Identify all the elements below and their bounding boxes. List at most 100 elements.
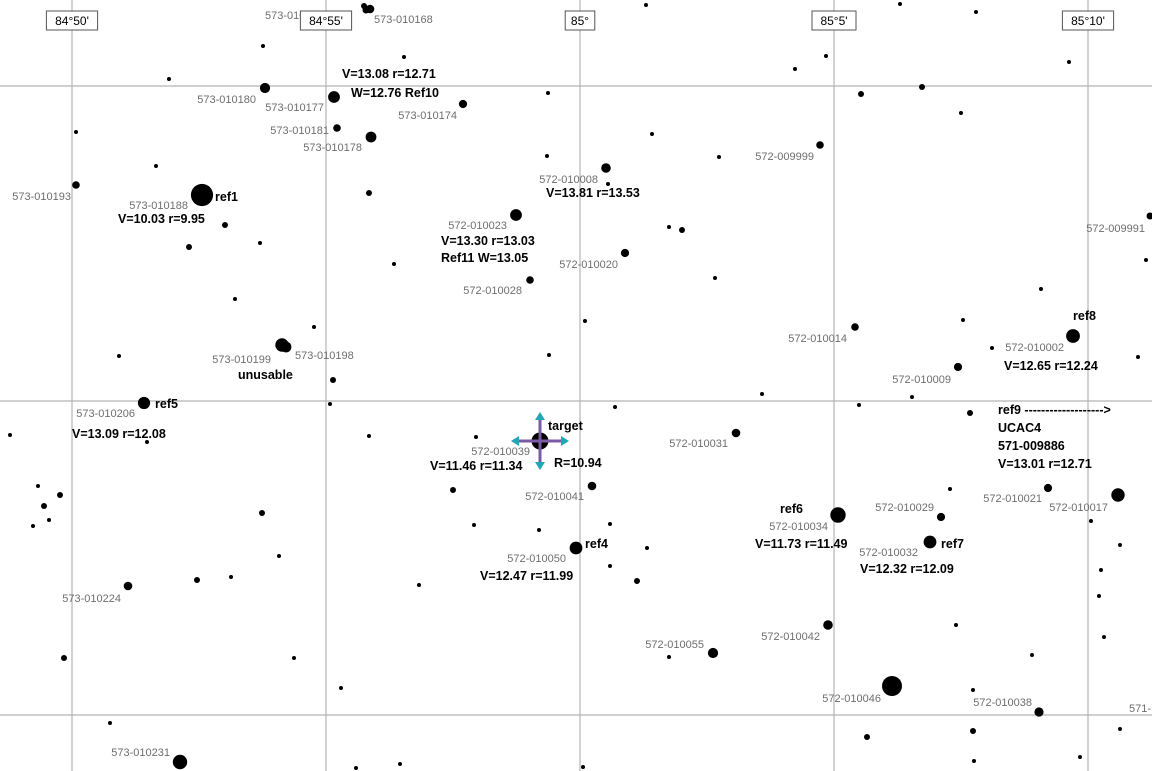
star-572-010031[interactable] xyxy=(731,428,741,438)
star-573-010198[interactable] xyxy=(280,341,292,353)
field-star xyxy=(546,91,550,95)
field-star xyxy=(472,523,476,527)
field-star xyxy=(392,262,396,266)
star-572-010050[interactable] xyxy=(569,541,583,555)
field-star xyxy=(824,54,828,58)
field-star xyxy=(713,276,717,280)
star-573-010180[interactable] xyxy=(259,82,271,94)
star-label: 572-010042 xyxy=(761,631,820,643)
field-star xyxy=(222,222,228,228)
note-ref4: ref4 xyxy=(585,537,608,551)
star-573-010178[interactable] xyxy=(365,131,377,143)
field-star xyxy=(1102,635,1106,639)
star-label: 573-010224 xyxy=(62,593,121,605)
field-star xyxy=(650,132,654,136)
star-label: 572-010038 xyxy=(973,697,1032,709)
note-ref9-b: UCAC4 xyxy=(998,421,1041,435)
star-572-010009[interactable] xyxy=(953,362,963,372)
star-572-010014[interactable] xyxy=(851,323,859,331)
star-label: 572-010034 xyxy=(769,521,828,533)
field-star xyxy=(793,67,797,71)
note-ref8-mag: V=12.65 r=12.24 xyxy=(1004,359,1098,373)
star-label: 572-010009 xyxy=(892,374,951,386)
field-star xyxy=(919,84,925,90)
star-573-010231[interactable] xyxy=(172,754,188,770)
field-star xyxy=(990,346,994,350)
star-572-010042[interactable] xyxy=(823,620,833,630)
photometry-annotations: V=13.08 r=12.71W=12.76 Ref10ref1V=10.03 … xyxy=(72,67,1111,583)
note-ref7-mag: V=12.32 r=12.09 xyxy=(860,562,954,576)
field-star xyxy=(194,577,200,583)
star-label: 573-010199 xyxy=(212,354,271,366)
ra-tick-label: 84°50' xyxy=(55,14,89,28)
star-572-010028[interactable] xyxy=(526,276,534,284)
star-572-010002[interactable] xyxy=(1066,329,1080,343)
star-573-010193[interactable] xyxy=(72,181,80,189)
star-573-010168[interactable] xyxy=(365,4,375,14)
star-label: 572-010029 xyxy=(875,502,934,514)
star-label: 572-010031 xyxy=(669,438,728,450)
star-572-010021[interactable] xyxy=(1043,483,1053,493)
field-star xyxy=(608,522,612,526)
star-572-010055[interactable] xyxy=(707,647,719,659)
star-572-009999[interactable] xyxy=(816,141,824,149)
field-star xyxy=(1099,568,1103,572)
star-572-010032[interactable] xyxy=(923,535,937,549)
star-573-010181[interactable] xyxy=(333,124,341,132)
note-ref8: ref8 xyxy=(1073,309,1096,323)
star-572-010023[interactable] xyxy=(510,209,522,221)
field-star xyxy=(450,487,456,493)
note-ref9-a: ref9 -------------------> xyxy=(998,403,1111,417)
star-572-010034[interactable] xyxy=(830,507,846,523)
field-star xyxy=(608,564,612,568)
star-573-010177[interactable] xyxy=(328,91,340,103)
field-star xyxy=(1030,653,1034,657)
star-572-010020[interactable] xyxy=(620,248,630,258)
star-label: 573-010168 xyxy=(374,14,433,26)
crosshair-arrow-icon xyxy=(535,462,545,470)
field-star xyxy=(41,503,47,509)
star-572-010038[interactable] xyxy=(1034,707,1044,717)
ra-tick-box xyxy=(45,10,99,31)
target-crosshair-icon[interactable] xyxy=(511,412,569,470)
field-star xyxy=(644,3,648,7)
field-star xyxy=(857,403,861,407)
field-star xyxy=(367,434,371,438)
note-ref9-d: V=13.01 r=12.71 xyxy=(998,457,1092,471)
field-star xyxy=(233,297,237,301)
field-star xyxy=(1118,543,1122,547)
star-573-010188[interactable] xyxy=(190,183,214,207)
field-star xyxy=(292,656,296,660)
star-573-010174[interactable] xyxy=(458,99,468,109)
star-572-010008[interactable] xyxy=(601,163,611,173)
star-573-010224[interactable] xyxy=(123,581,133,591)
note-572-010023-b: Ref11 W=13.05 xyxy=(441,251,528,265)
field-star xyxy=(167,77,171,81)
star-label: 573-010177 xyxy=(265,102,324,114)
star-573-010206[interactable] xyxy=(137,396,151,410)
crosshair-arrow-icon xyxy=(511,436,519,446)
field-star xyxy=(47,518,51,522)
star-572-010029[interactable] xyxy=(936,512,946,522)
ra-tick-label: 85°10' xyxy=(1071,14,1105,28)
field-star xyxy=(1078,755,1082,759)
star-label: 572-010021 xyxy=(983,493,1042,505)
star-label: 572-010017 xyxy=(1049,502,1108,514)
field-star xyxy=(606,182,610,186)
star-label: 572-010055 xyxy=(645,639,704,651)
star-572-009991[interactable] xyxy=(1146,212,1152,220)
star-572-010041[interactable] xyxy=(587,481,597,491)
note-target-R: R=10.94 xyxy=(554,456,602,470)
star-label: 572-010028 xyxy=(463,285,522,297)
field-star xyxy=(537,528,541,532)
field-star xyxy=(1089,519,1093,523)
field-star xyxy=(61,655,67,661)
star-572-010046[interactable] xyxy=(882,676,902,696)
catalog-stars xyxy=(72,4,1152,770)
field-star xyxy=(258,241,262,245)
star-label: 573-010174 xyxy=(398,110,457,122)
field-star xyxy=(898,2,902,6)
star-572-010017[interactable] xyxy=(1111,488,1125,502)
